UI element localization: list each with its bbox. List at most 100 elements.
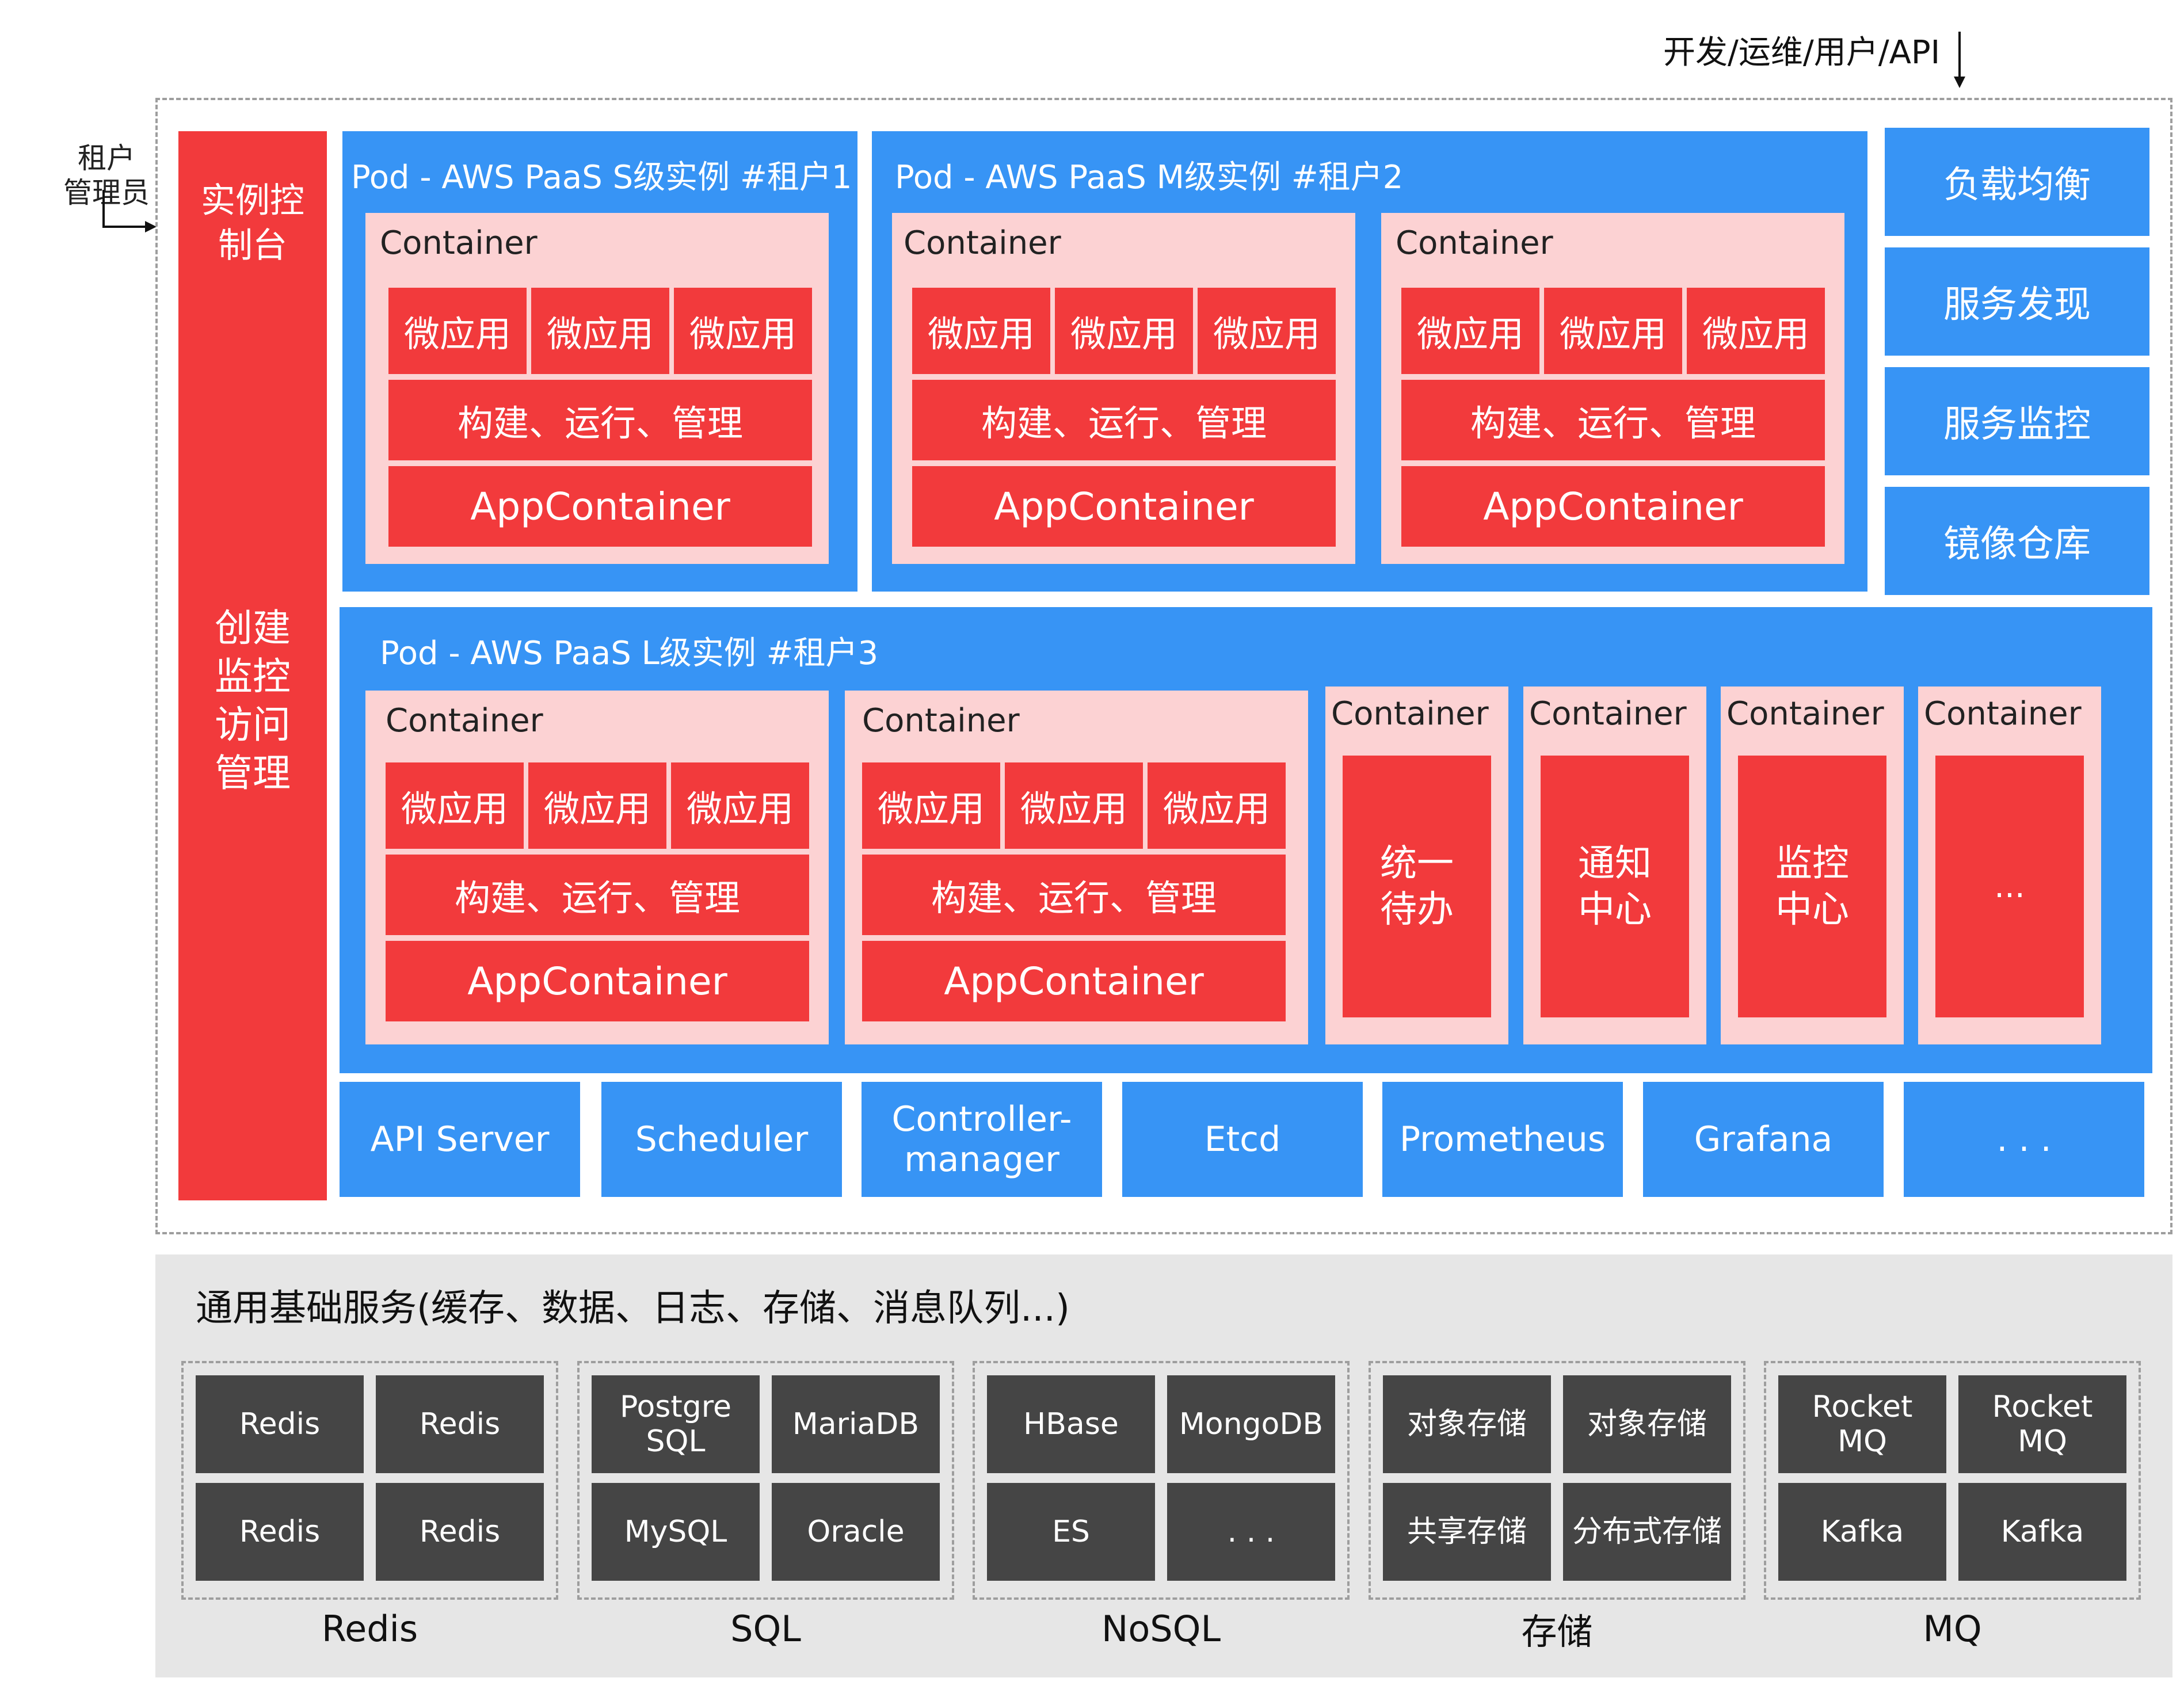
- component-etcd[interactable]: Etcd: [1122, 1082, 1363, 1197]
- instance-console[interactable]: 实例控 制台 创建 监控 访问 管理: [178, 131, 327, 1200]
- build-run-manage[interactable]: 构建、运行、管理: [912, 380, 1336, 460]
- component-more[interactable]: . . .: [1904, 1082, 2144, 1197]
- container-monitor[interactable]: Container 监控 中心: [1721, 687, 1904, 1044]
- component-label: Scheduler: [635, 1119, 809, 1160]
- service-item-label: Kafka: [2000, 1515, 2084, 1549]
- service-item-label-line-2: MQ: [2018, 1424, 2067, 1459]
- group-label-storage: 存储: [1521, 1611, 1593, 1653]
- build-run-manage[interactable]: 构建、运行、管理: [862, 855, 1286, 935]
- micro-app[interactable]: 微应用: [388, 288, 527, 374]
- container[interactable]: Container 微应用 微应用 微应用 构建、运行、管理 AppContai…: [892, 213, 1355, 564]
- service-item-label: . . .: [1227, 1515, 1275, 1549]
- micro-app[interactable]: 微应用: [1198, 288, 1336, 374]
- service-item[interactable]: Rocket MQ: [1958, 1375, 2126, 1473]
- container[interactable]: Container 微应用 微应用 微应用 构建、运行、管理 AppContai…: [1381, 213, 1844, 564]
- service-item-label: MongoDB: [1179, 1407, 1324, 1442]
- micro-app[interactable]: 微应用: [862, 762, 1000, 849]
- micro-app[interactable]: 微应用: [674, 288, 812, 374]
- component-controller-manager[interactable]: Controller- manager: [862, 1082, 1102, 1197]
- container[interactable]: Container 微应用 微应用 微应用 构建、运行、管理 AppContai…: [365, 691, 829, 1044]
- micro-app[interactable]: 微应用: [1401, 288, 1539, 374]
- service-item[interactable]: . . .: [1167, 1483, 1335, 1581]
- service-item[interactable]: Postgre SQL: [592, 1375, 760, 1473]
- service-item[interactable]: Kafka: [1958, 1483, 2126, 1581]
- service-item[interactable]: 共享存储: [1383, 1483, 1551, 1581]
- build-run-manage[interactable]: 构建、运行、管理: [1401, 380, 1825, 460]
- service-item-label: 共享存储: [1407, 1515, 1527, 1549]
- micro-app[interactable]: 微应用: [1055, 288, 1193, 374]
- service-item[interactable]: MySQL: [592, 1483, 760, 1581]
- micro-app[interactable]: 微应用: [528, 762, 666, 849]
- micro-app[interactable]: 微应用: [531, 288, 669, 374]
- service-item-label-line-1: Postgre: [619, 1390, 732, 1424]
- pod-s[interactable]: Pod - AWS PaaS S级实例 #租户1 Container 微应用 微…: [342, 131, 857, 592]
- app-container[interactable]: AppContainer: [912, 466, 1336, 547]
- service-item[interactable]: 对象存储: [1383, 1375, 1551, 1473]
- service-item[interactable]: HBase: [987, 1375, 1155, 1473]
- service-item[interactable]: Rocket MQ: [1778, 1375, 1946, 1473]
- service-item[interactable]: Oracle: [772, 1483, 940, 1581]
- service-item[interactable]: 对象存储: [1563, 1375, 1731, 1473]
- service-item-label-line-2: MQ: [1838, 1424, 1887, 1459]
- container-more[interactable]: Container ...: [1918, 687, 2101, 1044]
- pod-l[interactable]: Pod - AWS PaaS L级实例 #租户3 Container 微应用 微…: [340, 607, 2152, 1073]
- image-registry[interactable]: 镜像仓库: [1885, 487, 2149, 595]
- app-container[interactable]: AppContainer: [388, 466, 812, 547]
- service-item[interactable]: 分布式存储: [1563, 1483, 1731, 1581]
- micro-app[interactable]: 微应用: [671, 762, 809, 849]
- service-item[interactable]: ES: [987, 1483, 1155, 1581]
- micro-app[interactable]: 微应用: [1687, 288, 1825, 374]
- service-item-label: 对象存储: [1587, 1407, 1707, 1442]
- pod-m[interactable]: Pod - AWS PaaS M级实例 #租户2 Container 微应用 微…: [872, 131, 1867, 592]
- service-monitoring[interactable]: 服务监控: [1885, 367, 2149, 475]
- service-item-label: HBase: [1023, 1407, 1119, 1442]
- service-item-label: Kafka: [1820, 1515, 1904, 1549]
- service-group-redis: Redis Redis Redis Redis: [181, 1361, 558, 1600]
- group-label-redis: Redis: [321, 1607, 418, 1650]
- container[interactable]: Container 微应用 微应用 微应用 构建、运行、管理 AppContai…: [365, 213, 829, 564]
- service-item-label: Redis: [419, 1407, 501, 1442]
- console-title-line-1: 实例控: [201, 181, 304, 221]
- micro-app[interactable]: 微应用: [912, 288, 1050, 374]
- app-container[interactable]: AppContainer: [386, 941, 809, 1021]
- load-balancer[interactable]: 负载均衡: [1885, 128, 2149, 236]
- build-run-manage[interactable]: 构建、运行、管理: [386, 855, 809, 935]
- service-item[interactable]: Redis: [376, 1375, 544, 1473]
- service-item[interactable]: MongoDB: [1167, 1375, 1335, 1473]
- component-grafana[interactable]: Grafana: [1643, 1082, 1884, 1197]
- component-label-line-2: manager: [904, 1139, 1059, 1180]
- console-title-line-2: 制台: [218, 226, 287, 266]
- service-item[interactable]: Kafka: [1778, 1483, 1946, 1581]
- component-api-server[interactable]: API Server: [340, 1082, 580, 1197]
- service-discovery[interactable]: 服务发现: [1885, 247, 2149, 356]
- build-run-manage[interactable]: 构建、运行、管理: [388, 380, 812, 460]
- component-prometheus[interactable]: Prometheus: [1382, 1082, 1623, 1197]
- app-container[interactable]: AppContainer: [862, 941, 1286, 1021]
- component-label-line-1: Controller-: [891, 1099, 1072, 1139]
- container-notify[interactable]: Container 通知 中心: [1523, 687, 1706, 1044]
- micro-app[interactable]: 微应用: [1148, 762, 1286, 849]
- micro-app[interactable]: 微应用: [1005, 762, 1143, 849]
- notification-center[interactable]: 通知 中心: [1541, 756, 1689, 1017]
- group-label-mq: MQ: [1923, 1607, 1982, 1650]
- container[interactable]: Container 微应用 微应用 微应用 构建、运行、管理 AppContai…: [845, 691, 1308, 1044]
- service-item-label: 对象存储: [1407, 1407, 1527, 1442]
- component-label: API Server: [370, 1119, 550, 1160]
- micro-app[interactable]: 微应用: [1544, 288, 1682, 374]
- container-todo[interactable]: Container 统一 待办: [1325, 687, 1508, 1044]
- micro-app[interactable]: 微应用: [386, 762, 524, 849]
- service-item[interactable]: Redis: [196, 1483, 364, 1581]
- monitoring-center[interactable]: 监控 中心: [1738, 756, 1886, 1017]
- service-item[interactable]: Redis: [196, 1375, 364, 1473]
- service-item[interactable]: Redis: [376, 1483, 544, 1581]
- more-containers[interactable]: ...: [1935, 756, 2084, 1017]
- component-scheduler[interactable]: Scheduler: [601, 1082, 842, 1197]
- app-container[interactable]: AppContainer: [1401, 466, 1825, 547]
- right-arrow-icon: [102, 190, 157, 232]
- service-item[interactable]: MariaDB: [772, 1375, 940, 1473]
- unified-todo-line-2: 待办: [1380, 888, 1454, 931]
- service-item-label: ES: [1052, 1515, 1090, 1549]
- unified-todo[interactable]: 统一 待办: [1343, 756, 1491, 1017]
- container-label: Container: [380, 224, 538, 262]
- service-item-label: Oracle: [807, 1515, 905, 1549]
